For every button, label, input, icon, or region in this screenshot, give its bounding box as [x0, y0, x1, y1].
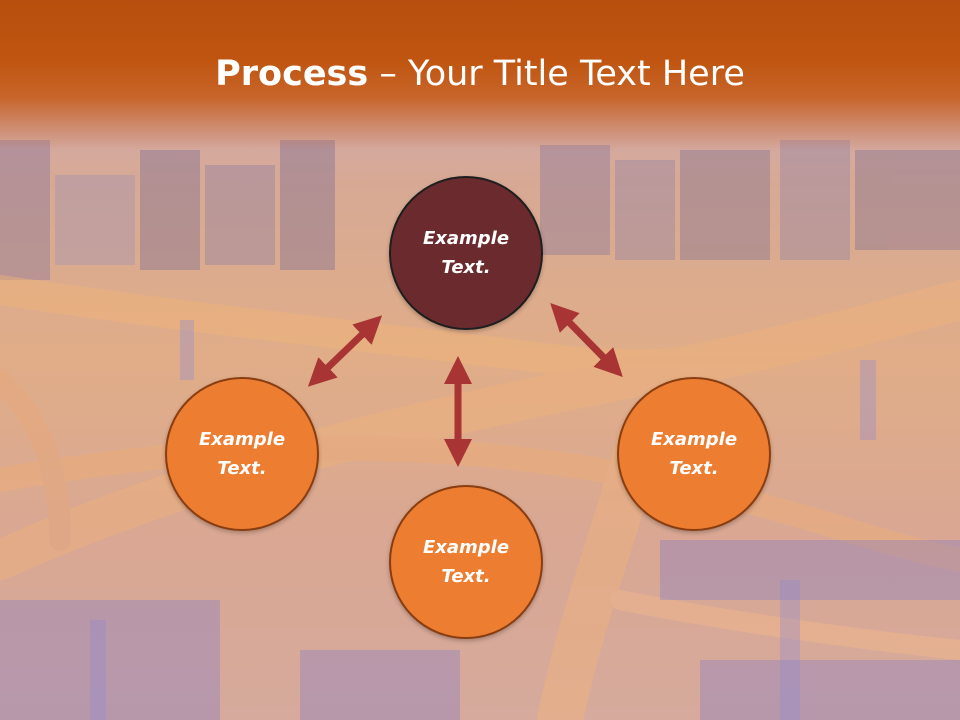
- title-rest: – Your Title Text Here: [368, 54, 745, 94]
- step-label-line2: Text.: [669, 458, 719, 479]
- title-bold: Process: [215, 54, 369, 94]
- process-step-bottom[interactable]: Example Text.: [389, 485, 543, 639]
- step-label-line1: Example: [422, 228, 510, 249]
- title-bar: [0, 0, 960, 150]
- step-label-line1: Example: [198, 429, 286, 450]
- step-label-line2: Text.: [441, 566, 491, 587]
- step-label-line1: Example: [422, 537, 510, 558]
- step-label-line2: Text.: [441, 257, 491, 278]
- slide-title[interactable]: Process – Your Title Text Here: [0, 52, 960, 96]
- step-label-line1: Example: [650, 429, 738, 450]
- process-step-top[interactable]: Example Text.: [389, 176, 543, 330]
- process-step-left[interactable]: Example Text.: [165, 377, 319, 531]
- process-step-right[interactable]: Example Text.: [617, 377, 771, 531]
- step-label-line2: Text.: [217, 458, 267, 479]
